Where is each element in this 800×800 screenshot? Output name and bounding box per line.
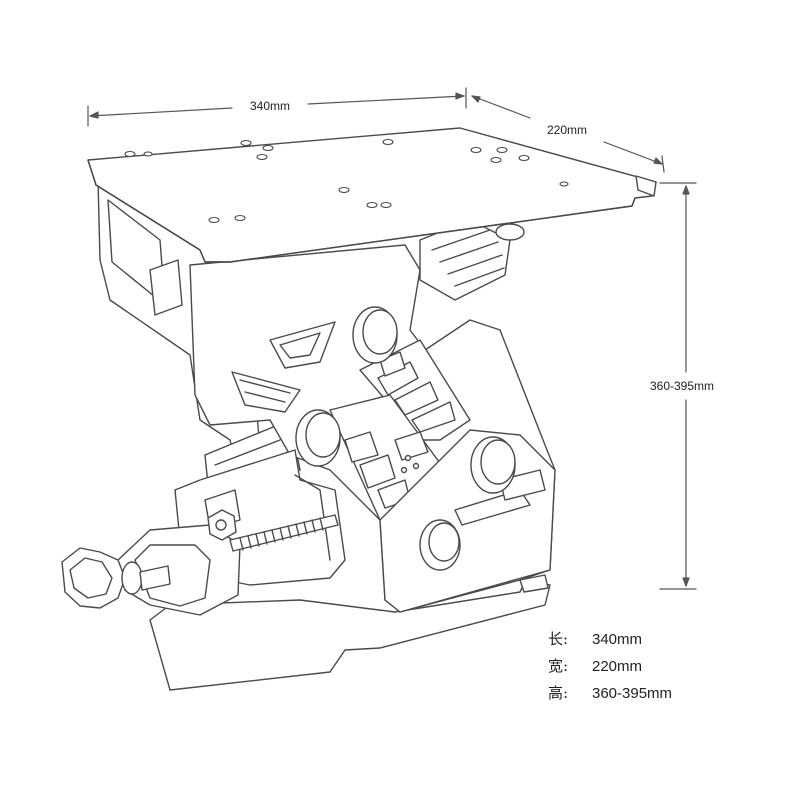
top-plate-holes xyxy=(124,138,569,224)
length-label: 340mm xyxy=(250,99,290,113)
height-label: 360-395mm xyxy=(650,379,714,393)
spec-key-length: 长: xyxy=(548,630,569,648)
top-plate xyxy=(87,127,657,263)
spec-value-width: 220mm xyxy=(592,658,643,675)
pivot-knob-right xyxy=(470,436,516,494)
spec-key-height: 高: xyxy=(548,684,569,702)
threaded-screw xyxy=(229,514,339,552)
spec-value-length: 340mm xyxy=(592,631,643,648)
base-plate xyxy=(149,581,551,691)
pivot-knob-middle xyxy=(295,409,341,467)
length-dimension-line xyxy=(87,87,467,127)
spec-row-width: 宽: 220mm xyxy=(548,653,672,680)
width-dimension-line xyxy=(471,95,665,173)
pivot-knob-bottom xyxy=(419,519,461,571)
lab-jack-illustration xyxy=(61,127,657,691)
pivot-knob-top xyxy=(352,306,398,364)
width-label: 220mm xyxy=(547,123,587,137)
spec-key-width: 宽: xyxy=(548,657,569,675)
star-knob-icon xyxy=(61,547,171,609)
spec-row-length: 长: 340mm xyxy=(548,626,672,653)
spec-value-height: 360-395mm xyxy=(592,685,673,702)
spec-table: 长: 340mm 宽: 220mm 高: 360-395mm xyxy=(548,626,672,707)
spec-row-height: 高: 360-395mm xyxy=(548,680,672,707)
height-dimension-line xyxy=(659,182,697,590)
